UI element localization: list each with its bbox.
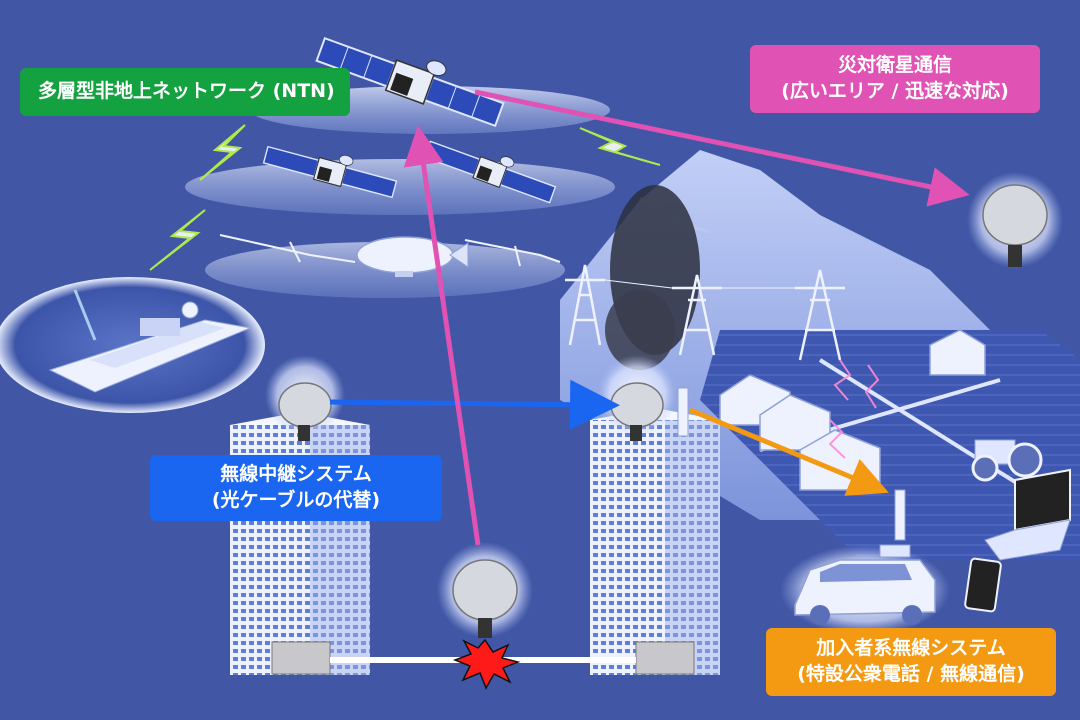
pylon-icon <box>565 264 845 361</box>
satellite-icon <box>315 36 505 128</box>
parabolic-antenna-icon <box>437 542 533 638</box>
cell-tower-icon <box>677 387 906 541</box>
satellite-icon <box>262 145 398 199</box>
car-icon <box>780 544 950 635</box>
relay-link-arrow <box>329 379 620 430</box>
parabolic-antenna-icon <box>967 172 1063 268</box>
signal-icon <box>828 359 880 459</box>
satellite-comm-label: 災対衛星通信 (広いエリア / 迅速な対応) <box>750 45 1040 113</box>
satellite-downlink-arrow <box>474 89 970 207</box>
relay-system-subtitle: (光ケーブルの代替) <box>211 489 381 511</box>
laptop-icon <box>984 468 1071 561</box>
subscriber-system-label: 加入者系無線システム (特設公衆電話 / 無線通信) <box>766 628 1056 696</box>
subscriber-system-title: 加入者系無線システム <box>816 637 1006 660</box>
ship-icon <box>0 277 265 413</box>
ntn-label-text: 多層型非地上ネットワーク (NTN) <box>38 80 335 103</box>
airship-icon <box>356 236 469 277</box>
relay-system-label: 無線中継システム (光ケーブルの代替) <box>150 455 442 521</box>
subscriber-system-subtitle: (特設公衆電話 / 無線通信) <box>797 663 1025 685</box>
cable-break-icon <box>452 638 521 690</box>
house-icon <box>719 329 986 491</box>
tractor-icon <box>971 439 1043 482</box>
relay-system-title: 無線中継システム <box>220 463 372 486</box>
subscriber-link-arrow <box>689 407 889 496</box>
building-icon <box>230 412 370 675</box>
building-icon <box>590 408 720 675</box>
ntn-label: 多層型非地上ネットワーク (NTN) <box>20 68 350 116</box>
drone-icon <box>219 234 561 267</box>
satellite-comm-title: 災対衛星通信 <box>837 54 952 77</box>
satellite-uplink-arrow <box>403 125 481 546</box>
satellite-comm-subtitle: (広いエリア / 迅速な対応) <box>781 80 1009 102</box>
satellite-icon <box>423 140 557 204</box>
fiber-cable <box>271 638 695 690</box>
parabolic-antenna-icon <box>265 355 345 441</box>
tablet-icon <box>964 557 1002 613</box>
